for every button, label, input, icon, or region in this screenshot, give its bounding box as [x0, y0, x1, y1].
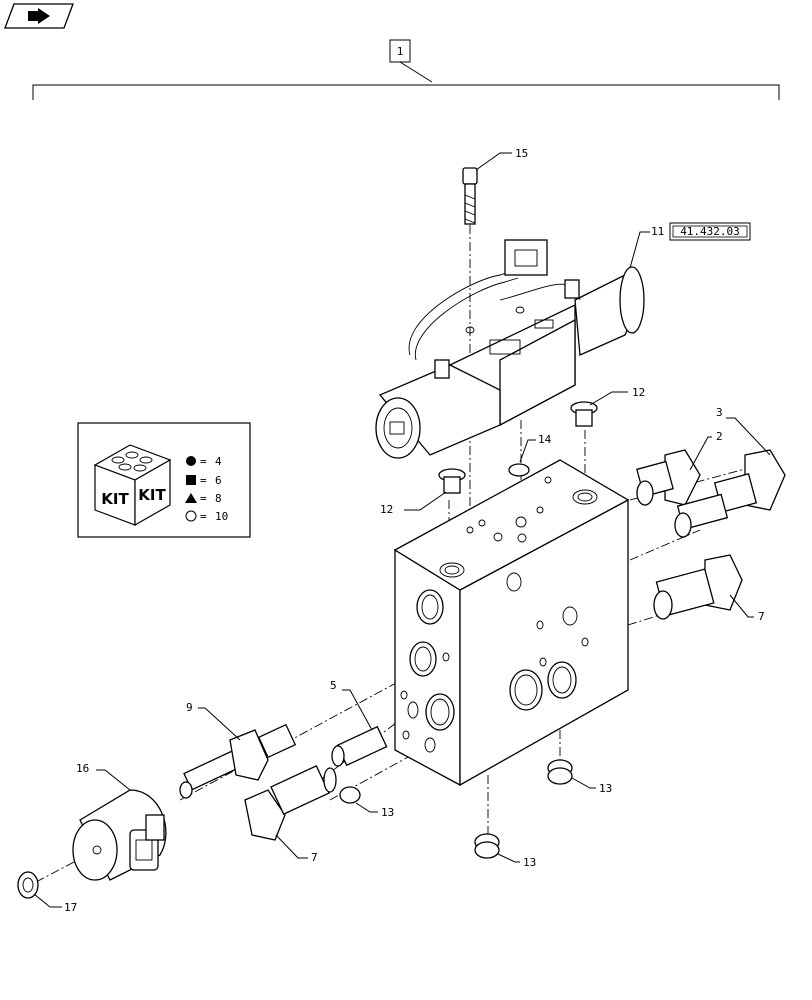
callouts: 15 11 41.432.03 12 12 14 2 3 7 5 9 16 7 …	[33, 147, 771, 914]
filled-circle-icon	[186, 456, 196, 466]
kit-label-front: KIT	[101, 490, 129, 508]
callout-13-left: 13	[381, 806, 394, 819]
cartridge-valve-3	[674, 449, 786, 538]
callout-14: 14	[538, 433, 552, 446]
o-ring-14	[508, 463, 530, 477]
cartridge-valve-7-right	[653, 554, 743, 620]
callout-5: 5	[330, 679, 337, 692]
callout-11-reference: 41.432.03	[680, 225, 740, 238]
callout-7-right: 7	[758, 610, 765, 623]
kit-label-side: KIT	[138, 486, 166, 504]
callout-1: 1	[397, 45, 404, 58]
callout-2: 2	[716, 430, 723, 443]
callout-15: 15	[515, 147, 528, 160]
kit-row-4-value: 10	[215, 510, 228, 523]
kit-legend: KIT KIT = 4 = 6 = 8 = 10	[77, 422, 251, 538]
kit-row-2-value: 6	[215, 474, 222, 487]
kit-row-4-eq: =	[200, 510, 207, 523]
open-circle-icon	[185, 510, 197, 522]
callout-17: 17	[64, 901, 77, 914]
filled-triangle-icon	[185, 493, 197, 503]
kit-row-1-eq: =	[200, 455, 207, 468]
directional-valve-11	[375, 239, 645, 459]
callout-3: 3	[716, 406, 723, 419]
bolt-15	[462, 167, 478, 225]
cartridge-9	[179, 723, 297, 799]
callout-13-right: 13	[599, 782, 612, 795]
next-page-button[interactable]	[4, 3, 74, 29]
kit-row-3-value: 8	[215, 492, 222, 505]
kit-row-1-value: 4	[215, 455, 222, 468]
callout-9: 9	[186, 701, 193, 714]
plug-13-left	[339, 786, 361, 804]
callout-7-left: 7	[311, 851, 318, 864]
valve-block	[393, 459, 630, 787]
callout-12-left: 12	[380, 503, 393, 516]
filled-square-icon	[186, 475, 196, 485]
callout-11: 11	[651, 225, 664, 238]
callout-16: 16	[76, 762, 89, 775]
solenoid-coil-16	[72, 789, 167, 881]
callout-13-bottom: 13	[523, 856, 536, 869]
cartridge-5	[331, 725, 388, 767]
kit-row-3-eq: =	[200, 492, 207, 505]
assembly-bracket: 1	[32, 39, 780, 100]
kit-row-2-eq: =	[200, 474, 207, 487]
cartridge-valve-2	[636, 449, 701, 506]
next-page-arrow-icon	[4, 3, 74, 29]
nut-17	[17, 871, 39, 899]
cartridge-valve-7-left	[244, 764, 337, 841]
plug-12-right	[570, 401, 598, 427]
plug-12-left	[438, 468, 466, 494]
plug-13-bottom	[474, 833, 500, 859]
plug-13-right	[547, 759, 573, 785]
callout-12-right: 12	[632, 386, 645, 399]
